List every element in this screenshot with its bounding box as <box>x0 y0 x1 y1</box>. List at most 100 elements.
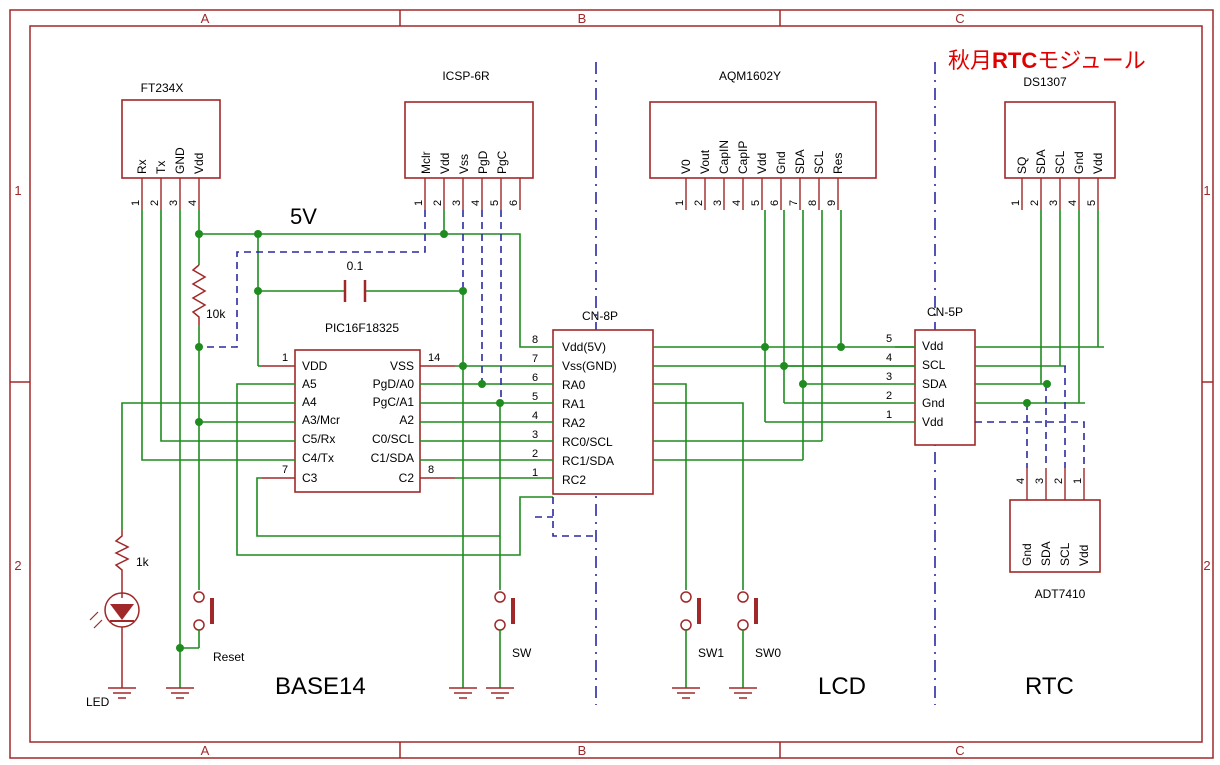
aqm-num-1: 1 <box>674 200 686 206</box>
zone-row-2-left: 2 <box>14 558 21 573</box>
ft234x-pin-vdd: Vdd <box>192 153 206 174</box>
cn8p-connector: CN-8P Vdd(5V) Vss(GND) RA0 RA1 RA2 RC0/S… <box>532 309 654 495</box>
reset-switch: Reset <box>193 591 245 664</box>
ds1307-pin-sq: SQ <box>1015 157 1029 174</box>
ds1307-pin-vdd: Vdd <box>1091 153 1105 174</box>
pic-pin-c5: C5/Rx <box>302 432 335 446</box>
ft234x-num-2: 2 <box>149 200 161 206</box>
resistor-led: 1k <box>114 530 150 578</box>
sw0-switch: SW0 <box>737 591 781 688</box>
zone-col-c-bottom: C <box>955 743 964 758</box>
cn5p-pin-gnd: Gnd <box>922 396 945 410</box>
adt7410-sensor: Gnd SDA SCL Vdd 4 3 2 1 ADT7410 <box>1009 468 1101 601</box>
capacitor-value: 0.1 <box>347 259 364 273</box>
cn5p-connector: CN-5P Vdd SCL SDA Gnd Vdd 5 4 3 2 1 <box>886 305 976 446</box>
ds1307-pin-gnd: Gnd <box>1072 151 1086 174</box>
pic-pin-a4: A4 <box>302 395 317 409</box>
ground-symbols <box>108 687 757 699</box>
cn5p-num-5: 5 <box>886 333 892 345</box>
ds1307-num-5: 5 <box>1086 200 1098 206</box>
aqm-num-4: 4 <box>731 200 743 206</box>
sw1-switch: SW1 <box>680 591 724 688</box>
zone-col-b-top: B <box>578 11 587 26</box>
icsp-pin-vdd: Vdd <box>438 153 452 174</box>
cn8p-pin-vdd: Vdd(5V) <box>562 340 606 354</box>
cn5p-num-3: 3 <box>886 371 892 383</box>
cn8p-pin-rc0: RC0/SCL <box>562 435 613 449</box>
schematic-title: 秋月RTCモジュール <box>948 48 1146 73</box>
junctions <box>176 230 1051 652</box>
section-label-base14: BASE14 <box>275 673 366 700</box>
pic-pin-a2: A2 <box>399 413 414 427</box>
pic-pin-vss: VSS <box>390 359 414 373</box>
title-suffix: モジュール <box>1037 48 1145 73</box>
section-label-lcd: LCD <box>818 673 866 700</box>
resistor-pullup-value: 10k <box>206 307 226 321</box>
title-highlight: RTC <box>992 48 1037 73</box>
adt-num-1: 1 <box>1072 478 1084 484</box>
net-label-5v: 5V <box>290 204 317 229</box>
dashed-nets <box>199 210 1085 537</box>
cn8p-num-1: 1 <box>532 467 538 479</box>
cn8p-pin-ra2: RA2 <box>562 416 586 430</box>
adt-num-4: 4 <box>1015 478 1027 484</box>
aqm-pin-vout: Vout <box>698 149 712 174</box>
aqm-pin-scl: SCL <box>812 150 826 174</box>
cn5p-num-1: 1 <box>886 409 892 421</box>
cn8p-num-3: 3 <box>532 429 538 441</box>
section-label-rtc: RTC <box>1025 673 1074 700</box>
cn8p-num-5: 5 <box>532 391 538 403</box>
resistor-led-value: 1k <box>136 555 150 569</box>
icsp-pin-vss: Vss <box>457 154 471 174</box>
adt-pin-scl: SCL <box>1058 542 1072 566</box>
ds1307-name: DS1307 <box>1023 75 1067 89</box>
ft234x-module: FT234X Rx Tx GND Vdd 1 2 3 4 <box>121 81 221 210</box>
icsp-num-6: 6 <box>508 200 520 206</box>
icsp-num-4: 4 <box>470 200 482 206</box>
ft234x-pin-tx: Tx <box>154 161 168 174</box>
cn5p-pin-vdd-1: Vdd <box>922 415 943 429</box>
ds1307-num-3: 3 <box>1048 200 1060 206</box>
aqm-num-9: 9 <box>826 200 838 206</box>
aqm-num-5: 5 <box>750 200 762 206</box>
zone-col-a-top: A <box>201 11 210 26</box>
pic-pin-c1: C1/SDA <box>371 451 414 465</box>
cn8p-pin-ra0: RA0 <box>562 378 586 392</box>
cn8p-num-4: 4 <box>532 410 538 422</box>
led-diode: LED <box>86 578 140 709</box>
aqm1602y-lcd: AQM1602Y V0 Vout CapIN CapIP Vdd Gnd SDA… <box>649 69 877 210</box>
reset-label: Reset <box>213 650 245 664</box>
icsp-num-5: 5 <box>489 200 501 206</box>
zone-col-b-bottom: B <box>578 743 587 758</box>
sw-label: SW <box>512 646 532 660</box>
ft234x-pin-rx: Rx <box>135 159 149 174</box>
pic-num-7: 7 <box>282 464 288 476</box>
aqm-pin-capin: CapIN <box>717 140 731 174</box>
icsp-pin-mclr: Mclr <box>419 151 433 174</box>
aqm-pin-res: Res <box>831 153 845 174</box>
ds1307-num-1: 1 <box>1010 200 1022 206</box>
aqm-pin-capip: CapIP <box>736 141 750 174</box>
cn8p-pin-rc1: RC1/SDA <box>562 454 614 468</box>
cn8p-num-6: 6 <box>532 372 538 384</box>
aqm-num-8: 8 <box>807 200 819 206</box>
cn8p-num-2: 2 <box>532 448 538 460</box>
cn5p-num-2: 2 <box>886 390 892 402</box>
ds1307-pin-scl: SCL <box>1053 150 1067 174</box>
adt7410-name: ADT7410 <box>1035 587 1086 601</box>
cn5p-pin-vdd-5: Vdd <box>922 339 943 353</box>
aqm-num-7: 7 <box>788 200 800 206</box>
sw0-label: SW0 <box>755 646 781 660</box>
adt-pin-gnd: Gnd <box>1020 543 1034 566</box>
ft234x-name: FT234X <box>141 81 184 95</box>
led-label: LED <box>86 695 110 709</box>
aqm-num-2: 2 <box>693 200 705 206</box>
icsp-num-1: 1 <box>413 200 425 206</box>
ft234x-num-1: 1 <box>130 200 142 206</box>
icsp-pin-pgd: PgD <box>476 150 490 174</box>
aqm-pin-gnd: Gnd <box>774 151 788 174</box>
pic-pin-c3: C3 <box>302 471 318 485</box>
aqm-pin-v0: V0 <box>679 159 693 174</box>
cn8p-pin-vss: Vss(GND) <box>562 359 617 373</box>
